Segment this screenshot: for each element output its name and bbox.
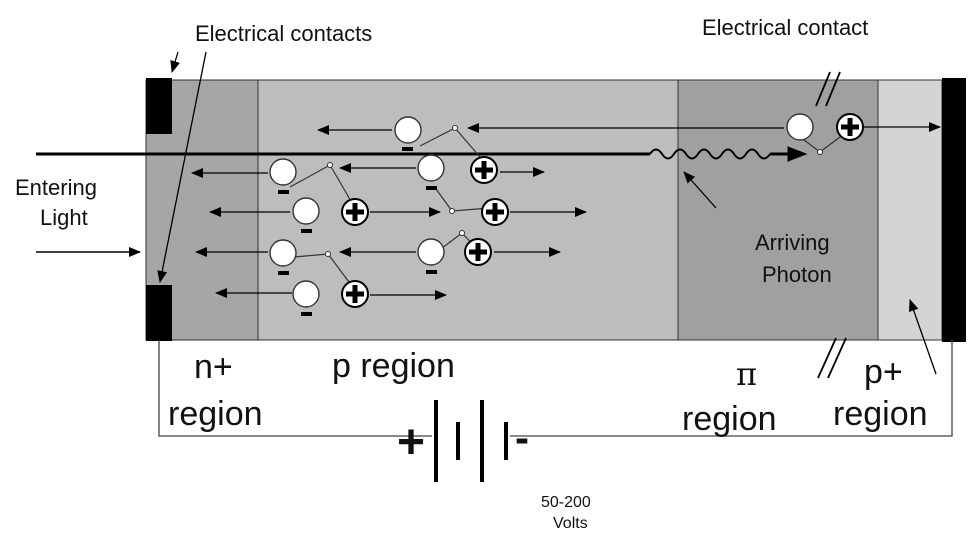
arriving-photon-label-line2: Photon [762, 262, 832, 287]
electron [786, 113, 814, 141]
n-plus-label-line1: n+ [194, 348, 233, 386]
left-top-contact [146, 78, 172, 134]
carrier-arrows [191, 122, 941, 300]
battery-minus-sign: - [515, 414, 529, 461]
arriving-photon-label-line1: Arriving [755, 230, 830, 255]
p-plus-label-line2: region [833, 395, 928, 433]
electron [269, 158, 297, 194]
hole [464, 238, 492, 266]
electron [417, 238, 445, 274]
left-bottom-contact [146, 285, 172, 341]
hole [341, 280, 369, 308]
pi-region-label: region [682, 400, 777, 438]
pair-generation-dots [325, 125, 823, 257]
charge-carriers [269, 113, 864, 316]
electron [292, 197, 320, 233]
pi-symbol-label: π [736, 355, 757, 393]
hole [341, 198, 369, 226]
battery-plus-sign: + [397, 416, 425, 469]
entering-light-label-line2: Light [40, 205, 88, 230]
electrical-contact-label: Electrical contact [702, 15, 868, 40]
break-marks [815, 71, 847, 379]
p-region-label: p region [332, 347, 455, 385]
voltage-label-line2: Volts [553, 515, 588, 532]
hole [470, 156, 498, 184]
battery-symbol [434, 400, 508, 482]
hole [836, 113, 864, 141]
hole [481, 198, 509, 226]
entering-light-label-line1: Entering [15, 175, 97, 200]
circuit-wires [158, 340, 953, 437]
n-plus-label-line2: region [168, 395, 263, 433]
electron [394, 116, 422, 151]
electrical-contacts-label: Electrical contacts [195, 21, 372, 46]
incoming-photon-path [36, 146, 808, 162]
electron [269, 239, 297, 275]
electron [292, 280, 320, 316]
p-plus-label-line1: p+ [864, 353, 903, 391]
pointer-arrows [157, 51, 937, 375]
right-contact [942, 78, 966, 342]
device-body [145, 79, 943, 341]
electron [417, 154, 445, 190]
voltage-label-line1: 50-200 [541, 494, 591, 511]
